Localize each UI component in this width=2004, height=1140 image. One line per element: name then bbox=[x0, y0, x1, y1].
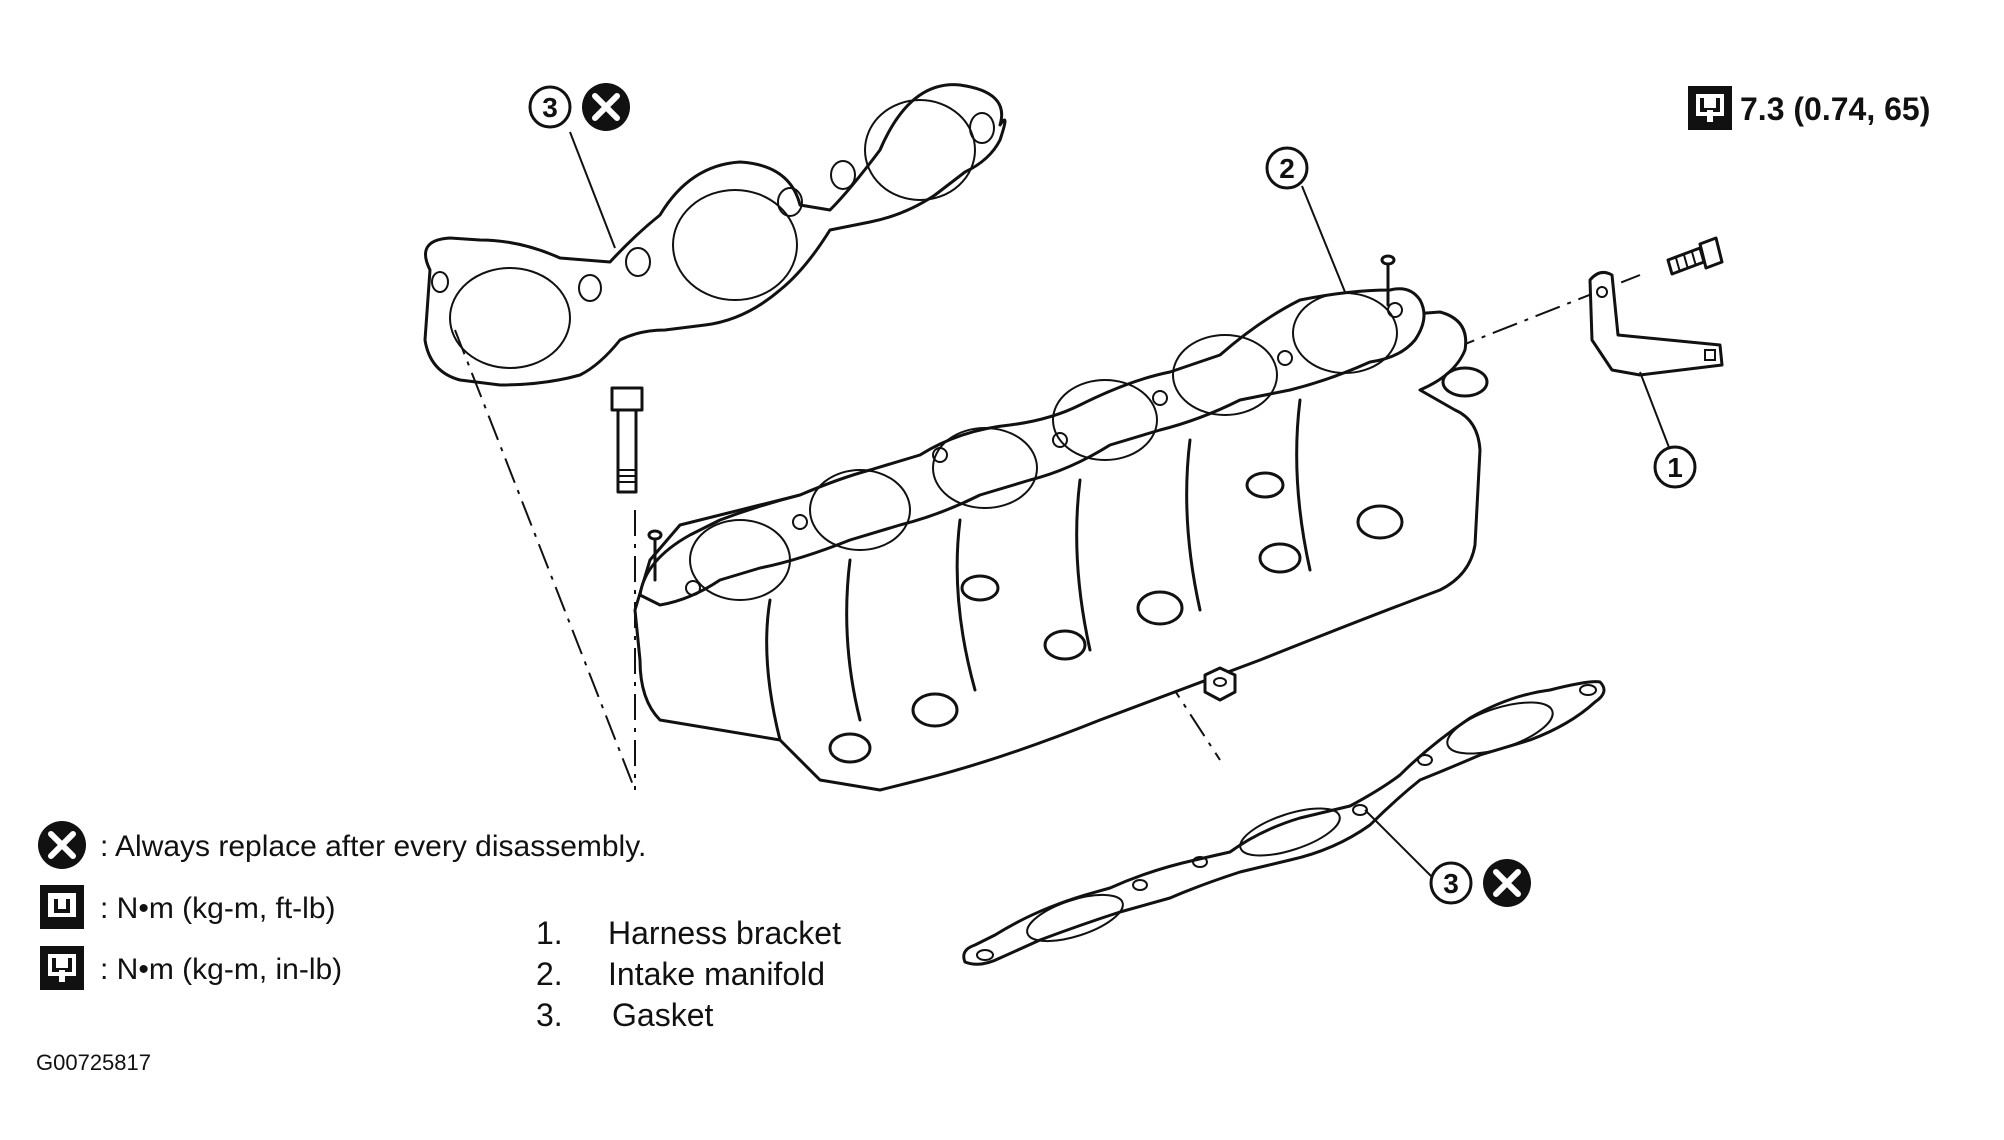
figure-id: G00725817 bbox=[36, 1050, 151, 1075]
callout-3-lower-number: 3 bbox=[1443, 868, 1459, 899]
callout-1: 1 bbox=[1653, 445, 1697, 489]
parts-list-num-2: 2. bbox=[536, 956, 563, 992]
parts-list-num-3: 3. bbox=[536, 997, 563, 1033]
callout-2: 2 bbox=[1265, 146, 1309, 190]
legend-icon-replace bbox=[38, 821, 86, 869]
torque-spec-value: 7.3 (0.74, 65) bbox=[1740, 91, 1930, 127]
torque-wrench-ftlb-icon bbox=[40, 885, 84, 929]
replace-x-icon bbox=[1483, 859, 1531, 907]
callout-1-number: 1 bbox=[1667, 452, 1683, 483]
intake-manifold-drawing bbox=[633, 254, 1489, 792]
legend-item-inlb: : N•m (kg-m, in-lb) bbox=[100, 953, 342, 986]
legend-item-replace: : Always replace after every disassembly… bbox=[100, 830, 646, 863]
gasket-upper-drawing bbox=[423, 83, 1007, 387]
manifold-nut-drawing bbox=[1203, 666, 1237, 702]
callout-3-upper: 3 bbox=[528, 85, 572, 129]
bracket-bolt-drawing bbox=[1666, 236, 1724, 276]
parts-list-name-2: Intake manifold bbox=[608, 956, 825, 992]
manifold-bolt-drawing bbox=[610, 386, 644, 494]
gasket-lower-drawing bbox=[962, 680, 1606, 966]
parts-list-name-3: Gasket bbox=[612, 997, 713, 1033]
replace-x-icon bbox=[582, 83, 630, 131]
leader-lines bbox=[569, 131, 1671, 881]
parts-list-num-1: 1. bbox=[536, 915, 563, 951]
parts-list-name-1: Harness bracket bbox=[608, 915, 841, 951]
torque-wrench-inlb-icon bbox=[40, 946, 84, 990]
torque-wrench-inlb-icon bbox=[1688, 86, 1732, 130]
callout-3-lower: 3 bbox=[1429, 861, 1473, 905]
callout-2-number: 2 bbox=[1279, 153, 1295, 184]
harness-bracket-drawing bbox=[1588, 270, 1724, 377]
callout-3-upper-number: 3 bbox=[542, 92, 558, 123]
legend-item-ftlb: : N•m (kg-m, ft-lb) bbox=[100, 892, 336, 925]
